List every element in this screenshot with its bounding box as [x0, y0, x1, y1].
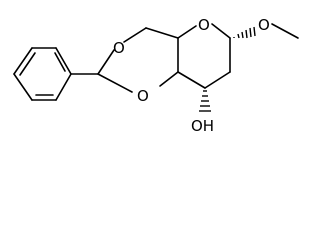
hashed-wedge-c1-o — [233, 26, 256, 39]
bond-phenyl-inner-2 — [54, 52, 66, 72]
methoxy-group — [233, 23, 299, 39]
bond-c3-c4 — [177, 71, 206, 89]
atom-oxygen-acetal-top: O — [113, 39, 125, 57]
dioxane-ring — [70, 27, 179, 93]
pyranose-ring — [177, 23, 231, 89]
phenyl-ring — [13, 47, 72, 101]
bond-oring-c1 — [211, 23, 231, 39]
bond-omethyl-ch3 — [271, 23, 299, 39]
bond-phenyl-3 — [55, 47, 72, 75]
bond-c2-c3 — [204, 71, 231, 89]
bond-phenyl-inner-1 — [19, 52, 36, 76]
bond-acetal-otop — [97, 49, 115, 75]
bond-c4-obottom — [159, 71, 179, 87]
atom-oxygen-ring: O — [198, 16, 210, 34]
bond-phenyl-1 — [13, 47, 33, 75]
bond-phenyl-6 — [13, 73, 33, 101]
hydroxyl-group — [199, 90, 211, 112]
atom-oxygen-acetal-bottom: O — [137, 87, 149, 105]
bond-ch2-c5 — [145, 27, 179, 39]
bond-obottom-acetal — [97, 73, 133, 93]
chemical-structure-diagram: O O O O OH — [13, 16, 299, 135]
bond-phenyl-4 — [55, 73, 72, 101]
atom-oxygen-methoxy: O — [258, 16, 270, 34]
hashed-wedge-c3-oh — [199, 90, 211, 112]
bond-c5-oring — [177, 25, 197, 39]
bond-otop-ch2 — [123, 27, 147, 43]
atom-hydroxyl: OH — [191, 117, 214, 135]
